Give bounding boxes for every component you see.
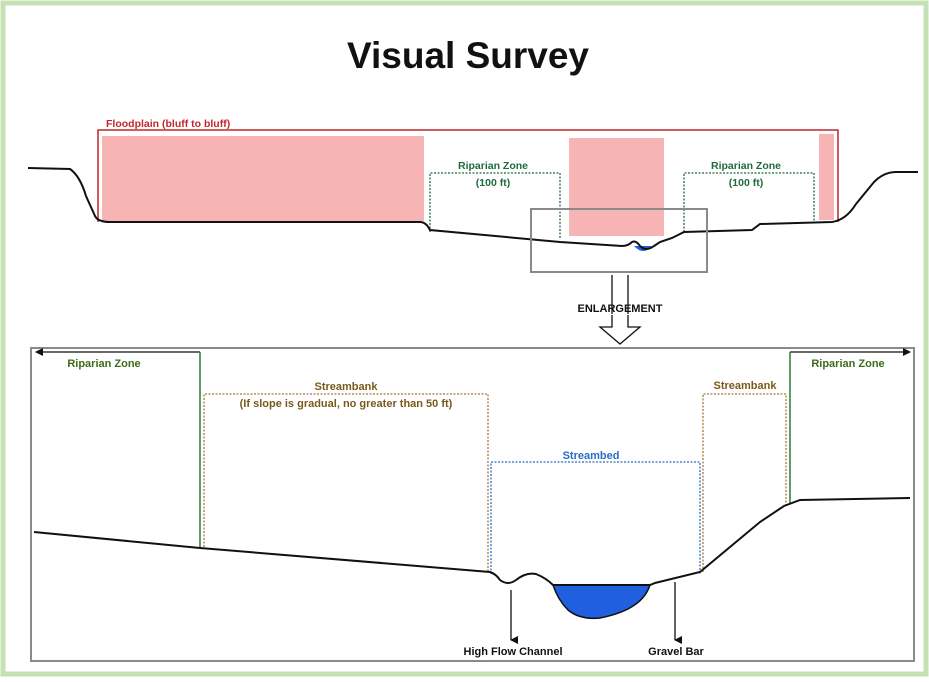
floodplain-label: Floodplain (bluff to bluff) [106,118,230,130]
riparian-right-distance: (100 ft) [729,177,763,189]
riparian-right-label: Riparian Zone [711,160,781,172]
floodplain-bracket [97,129,839,222]
high-flow-channel-label: High Flow Channel [464,646,563,658]
riparian-left-bracket [429,172,561,238]
streambank-left-note: (If slope is gradual, no greater than 50… [240,398,453,410]
floodplain-shade-center [569,138,664,236]
enlargement-arrow-icon [598,315,642,345]
streambed-bracket [490,461,701,574]
riparian-zone-left-label: Riparian Zone [67,358,140,370]
floodplain-shade-right [819,134,834,220]
enlargement-label: ENLARGEMENT [578,303,663,315]
streambank-left-label: Streambank [315,381,379,393]
floodplain-shade-left [102,136,424,221]
streambank-left-bracket [203,393,489,572]
streambed-label: Streambed [563,450,620,462]
page-title: Visual Survey [347,35,589,76]
riparian-left-label: Riparian Zone [458,160,528,172]
overview-ground-profile [27,167,918,250]
overview-diagram: Floodplain (bluff to bluff) Riparian Zon… [27,118,918,345]
riparian-zone-right-label: Riparian Zone [811,358,884,370]
streambank-right-label: Streambank [714,380,778,392]
streambank-right-bracket [702,393,787,572]
gravel-bar-label: Gravel Bar [648,646,704,658]
enlargement-box [530,208,708,273]
riparian-right-bracket [683,172,815,232]
stream-water [551,584,652,620]
riparian-left-distance: (100 ft) [476,177,510,189]
detail-diagram: Riparian Zone Riparian Zone Streambank (… [30,347,915,662]
detail-frame [30,347,915,662]
detail-ground-profile [33,497,911,586]
